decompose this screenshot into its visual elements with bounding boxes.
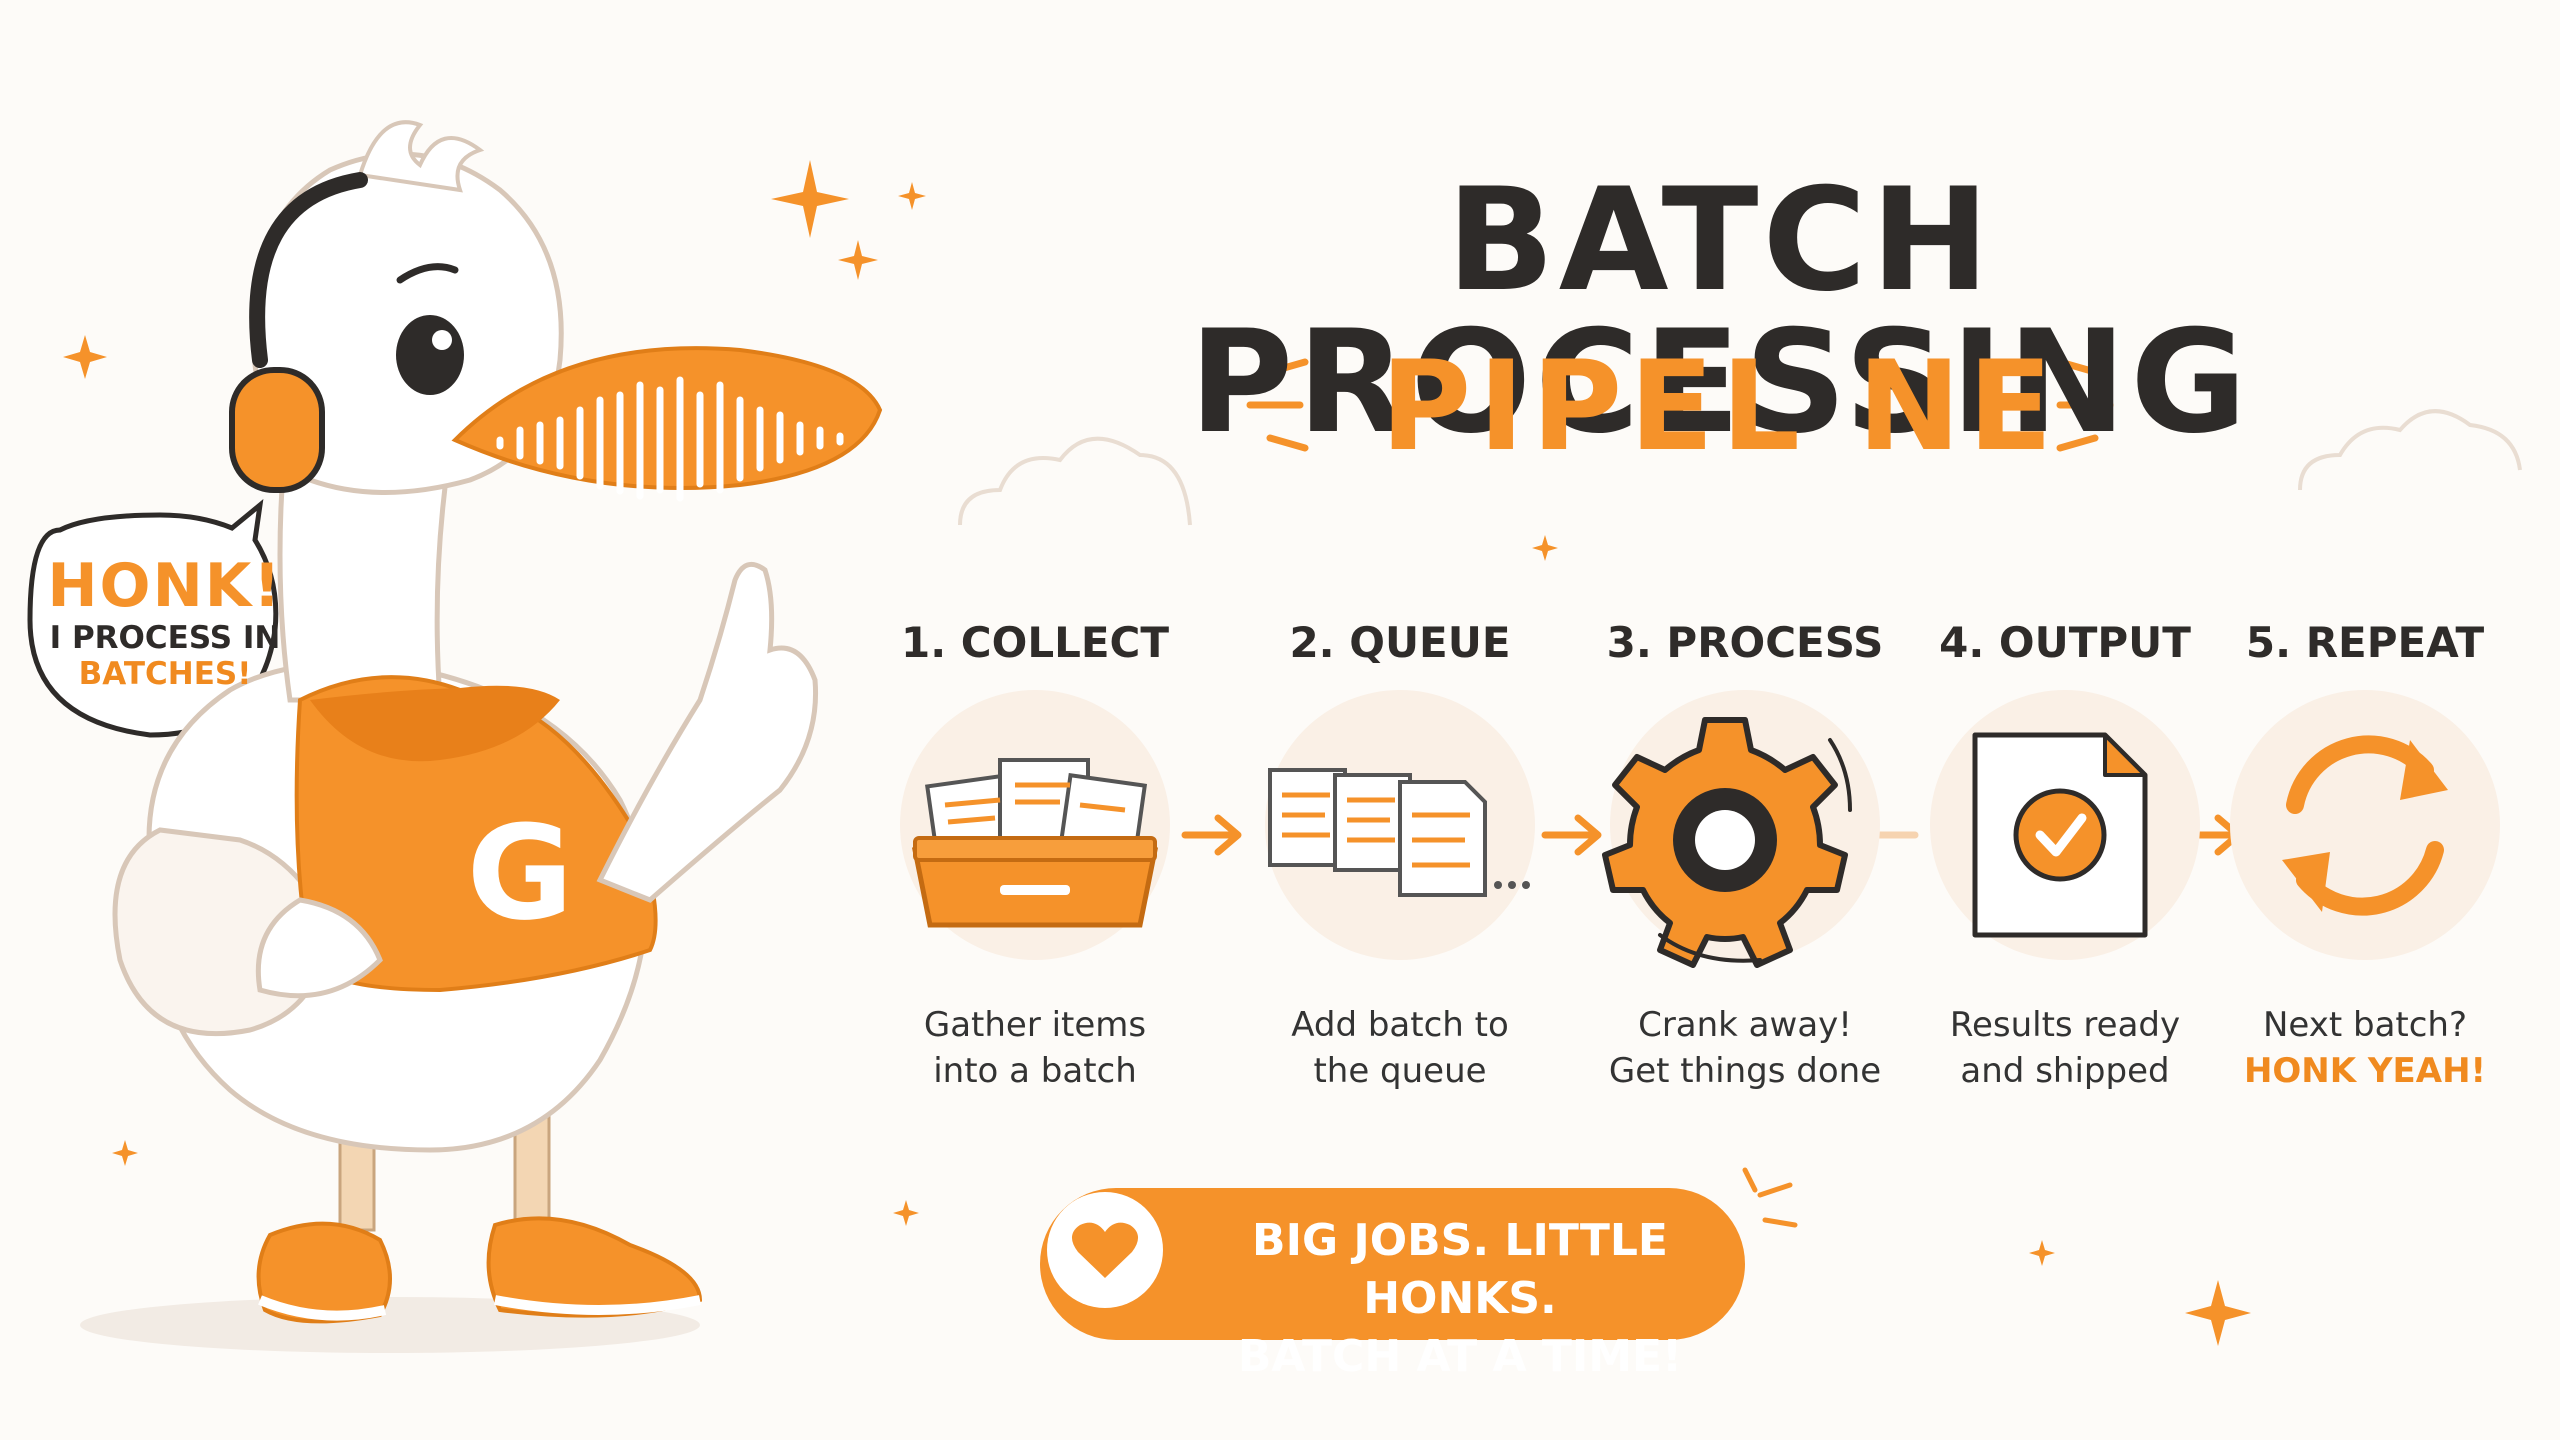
step-desc-repeat: Next batch? HONK YEAH! [2243, 1005, 2487, 1091]
title-rays-decoration [1246, 358, 2114, 452]
sparkle-icons [63, 160, 2251, 1346]
collect-basket-icon [900, 690, 1170, 960]
cloud-left-icon [958, 436, 1192, 526]
step-title-process: 3. PROCESS [1606, 618, 1884, 667]
cloud-right-icon [2298, 409, 2522, 491]
sparkle-icon [838, 240, 878, 280]
step-desc-collect: Gather items into a batch [923, 1005, 1147, 1091]
sparkle-icon [1532, 535, 1558, 561]
speech-line-2: I PROCESS IN [49, 620, 281, 656]
gear-icon [1602, 690, 1880, 968]
goose-mascot [80, 120, 883, 1353]
speech-bubble-text: HONK! I PROCESS IN BATCHES! [40, 552, 290, 692]
step-title-collect: 1. COLLECT [900, 618, 1170, 667]
sparkle-icon [63, 335, 107, 379]
tagline-text: BIG JOBS. LITTLE HONKS. BATCH AT A TIME! [1237, 1215, 1683, 1382]
sparkle-icon [112, 1140, 138, 1166]
sparkle-icon [2185, 1280, 2251, 1346]
sparkle-icon [771, 160, 849, 238]
arrow-right-icon [1181, 814, 1242, 856]
step-desc-process: Crank away! Get things done [1608, 1005, 1882, 1091]
sparkle-icon [898, 182, 926, 210]
sparkle-icon [893, 1200, 919, 1226]
hoodie-letter: G [466, 797, 574, 949]
output-document-check-icon [1930, 690, 2200, 960]
step-title-repeat: 5. REPEAT [2245, 618, 2485, 667]
sparkle-icon [2029, 1240, 2055, 1266]
arrow-icons [1181, 814, 2242, 856]
step-desc-output: Results ready and shipped [1949, 1005, 2181, 1091]
step-desc-queue: Add batch to the queue [1291, 1005, 1509, 1091]
tagline-banner [1040, 1167, 1798, 1340]
arrow-right-icon [1541, 814, 1602, 856]
page-subtitle: PIPEL NE [1380, 335, 2060, 479]
speech-honk: HONK! [47, 551, 283, 621]
step-title-queue: 2. QUEUE [1289, 618, 1511, 667]
heart-icon [1071, 1222, 1139, 1278]
page-title: BATCH PROCESSING [1189, 158, 2251, 465]
queue-documents-icon [1265, 690, 1535, 960]
step-title-output: 4. OUTPUT [1939, 618, 2191, 667]
repeat-cycle-icon [2230, 690, 2500, 960]
speech-line-3: BATCHES! [78, 655, 252, 692]
